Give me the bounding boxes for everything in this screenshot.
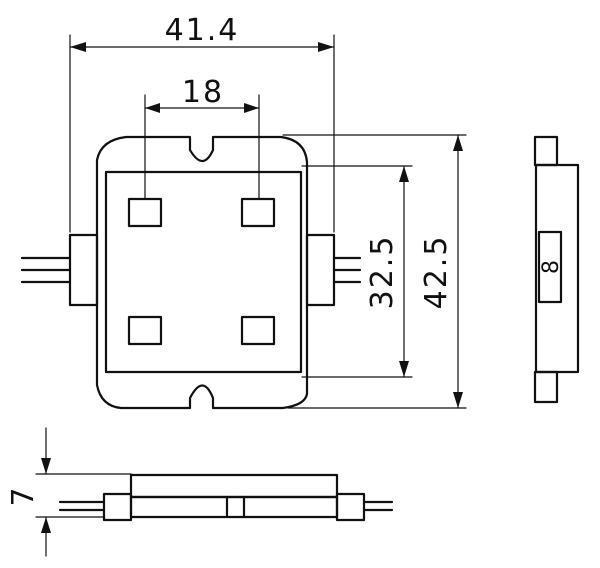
bottom-view-right-clamp (335, 492, 366, 522)
bottom-view-left-clamp (102, 492, 133, 522)
dimension-led-pitch-vertical: 32.5 (301, 165, 413, 378)
side-view-bottom-tab (533, 370, 559, 404)
left-cable-clamp (68, 233, 99, 307)
dimension-overall-height: 42.5 (282, 134, 467, 409)
side-view-label: 8 (539, 260, 564, 274)
dimension-led-spacing: 18 (144, 75, 260, 199)
dimension-label-thickness: 7 (6, 485, 41, 506)
dimension-overall-width: 41.4 (69, 13, 335, 233)
side-view-body (534, 163, 580, 374)
right-cable-clamp (305, 233, 336, 307)
top-view (20, 135, 362, 410)
led-chip-top-right (240, 197, 276, 228)
dimension-thickness: 7 (6, 427, 132, 557)
side-view-connector (537, 230, 563, 304)
dimension-label-overall-width: 41.4 (165, 13, 240, 48)
led-chip-bottom-right (240, 315, 276, 346)
lens-frame (104, 170, 303, 374)
led-chip-top-left (127, 197, 163, 228)
dimension-label-overall-height: 42.5 (419, 235, 454, 310)
side-view-top-tab (533, 135, 559, 167)
bottom-view (58, 473, 394, 522)
dimension-label-led-spacing: 18 (182, 75, 224, 110)
module-housing-outline (95, 135, 309, 410)
led-chip-bottom-left (127, 315, 163, 346)
dimension-label-led-pitch-vertical: 32.5 (365, 235, 400, 310)
bottom-view-base (129, 495, 339, 519)
side-view: 8 (533, 135, 580, 404)
bottom-view-top-cover (129, 473, 339, 499)
